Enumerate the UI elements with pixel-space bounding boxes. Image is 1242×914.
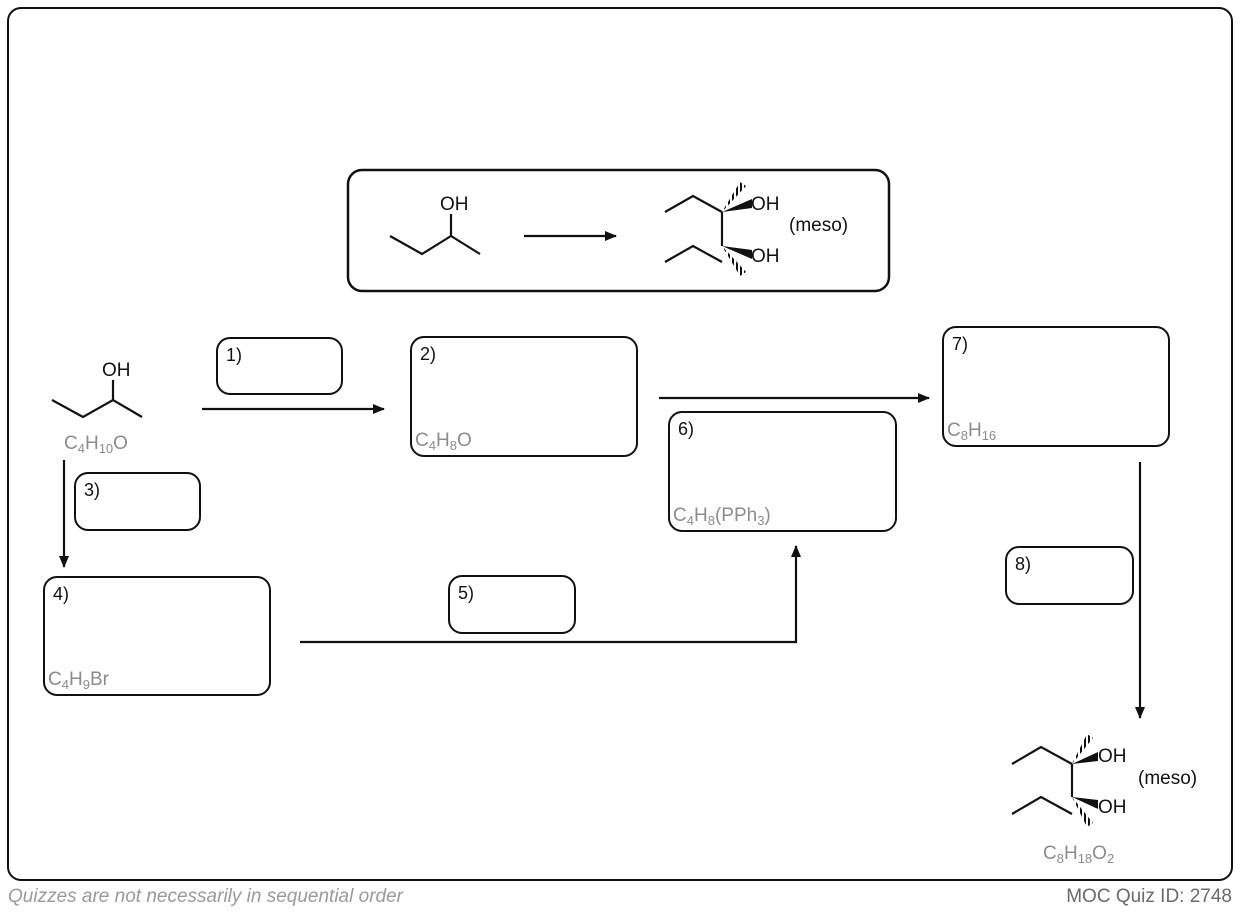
target-butanol-oh-label: OH [440, 194, 469, 215]
footer-quiz-id: MOC Quiz ID: 2748 [1066, 886, 1232, 907]
step-2-product-box[interactable]: 2) C4H8O [410, 336, 638, 457]
product-oh-bottom: OH [1098, 797, 1127, 818]
footer-disclaimer: Quizzes are not necessarily in sequentia… [8, 886, 403, 907]
step-2-formula: C4H8O [415, 430, 472, 453]
step-8-reagent-box[interactable]: 8) [1005, 546, 1134, 605]
target-butanol-structure [389, 214, 481, 256]
start-butanol-structure [51, 380, 143, 419]
step-1-label: 1) [226, 345, 243, 365]
step-4-label: 4) [53, 584, 70, 604]
product-formula: C8H18O2 [1043, 843, 1115, 866]
product-meso-label: (meso) [1138, 768, 1197, 789]
target-transformation-box [346, 168, 891, 293]
step-6-product-box[interactable]: 6) C4H8(PPh3) [668, 411, 897, 532]
target-diol-oh-bottom: OH [751, 246, 780, 267]
target-meso-label: (meso) [789, 215, 848, 236]
step-7-label: 7) [952, 334, 969, 354]
product-meso-diol-structure [1011, 734, 1098, 827]
step-1-reagent-box[interactable]: 1) [216, 337, 343, 395]
target-diol-oh-top: OH [751, 194, 780, 215]
step-7-formula: C8H16 [947, 420, 997, 443]
step-5-label: 5) [458, 583, 475, 603]
step-3-label: 3) [84, 480, 101, 500]
target-meso-diol-structure [664, 182, 752, 276]
start-oh-label: OH [102, 360, 131, 381]
step-3-reagent-box[interactable]: 3) [74, 472, 201, 531]
step-5-reagent-box[interactable]: 5) [448, 575, 576, 634]
step-2-label: 2) [420, 344, 437, 364]
step-7-product-box[interactable]: 7) C8H16 [942, 326, 1170, 447]
step-6-formula: C4H8(PPh3) [673, 505, 771, 528]
arrow-step-4-6 [300, 545, 801, 644]
step-6-label: 6) [678, 419, 695, 439]
start-formula: C4H10O [64, 433, 128, 456]
product-oh-top: OH [1098, 746, 1127, 767]
step-8-label: 8) [1015, 554, 1032, 574]
quiz-frame [7, 7, 1233, 881]
step-4-formula: C4H9Br [48, 669, 109, 692]
step-4-product-box[interactable]: 4) C4H9Br [43, 576, 271, 696]
